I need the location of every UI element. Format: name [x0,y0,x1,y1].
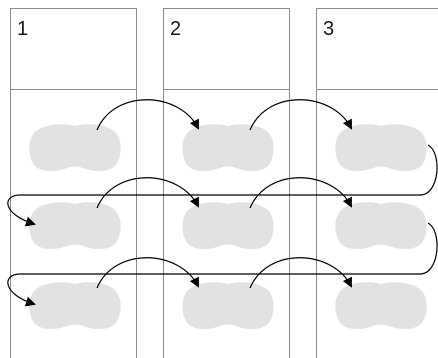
arrow-right [96,257,199,289]
arrow-right [249,257,352,289]
column-divider [11,89,136,90]
brain-slice-icon [29,282,121,330]
column-2: 2 [163,8,290,358]
brain-slice-icon [29,202,121,250]
brain-slice-icon [335,202,427,250]
brain-slice-icon [335,124,427,172]
brain-slice-icon [182,282,274,330]
arrow-right [249,177,352,209]
arrow-right [96,177,199,209]
brain-slice-icon [182,124,274,172]
column-number: 2 [170,18,182,40]
arrow-wrap [7,144,438,227]
column-divider [317,89,438,90]
arrow-wrap [7,222,438,307]
arrow-right [249,99,352,131]
arrow-right [96,99,199,131]
brain-slice-icon [29,124,121,172]
column-divider [164,89,289,90]
column-number: 1 [17,18,29,40]
column-1: 1 [10,8,137,358]
column-number: 3 [323,18,335,40]
brain-slice-icon [182,202,274,250]
column-3: 3 [316,8,438,358]
brain-slice-icon [335,282,427,330]
